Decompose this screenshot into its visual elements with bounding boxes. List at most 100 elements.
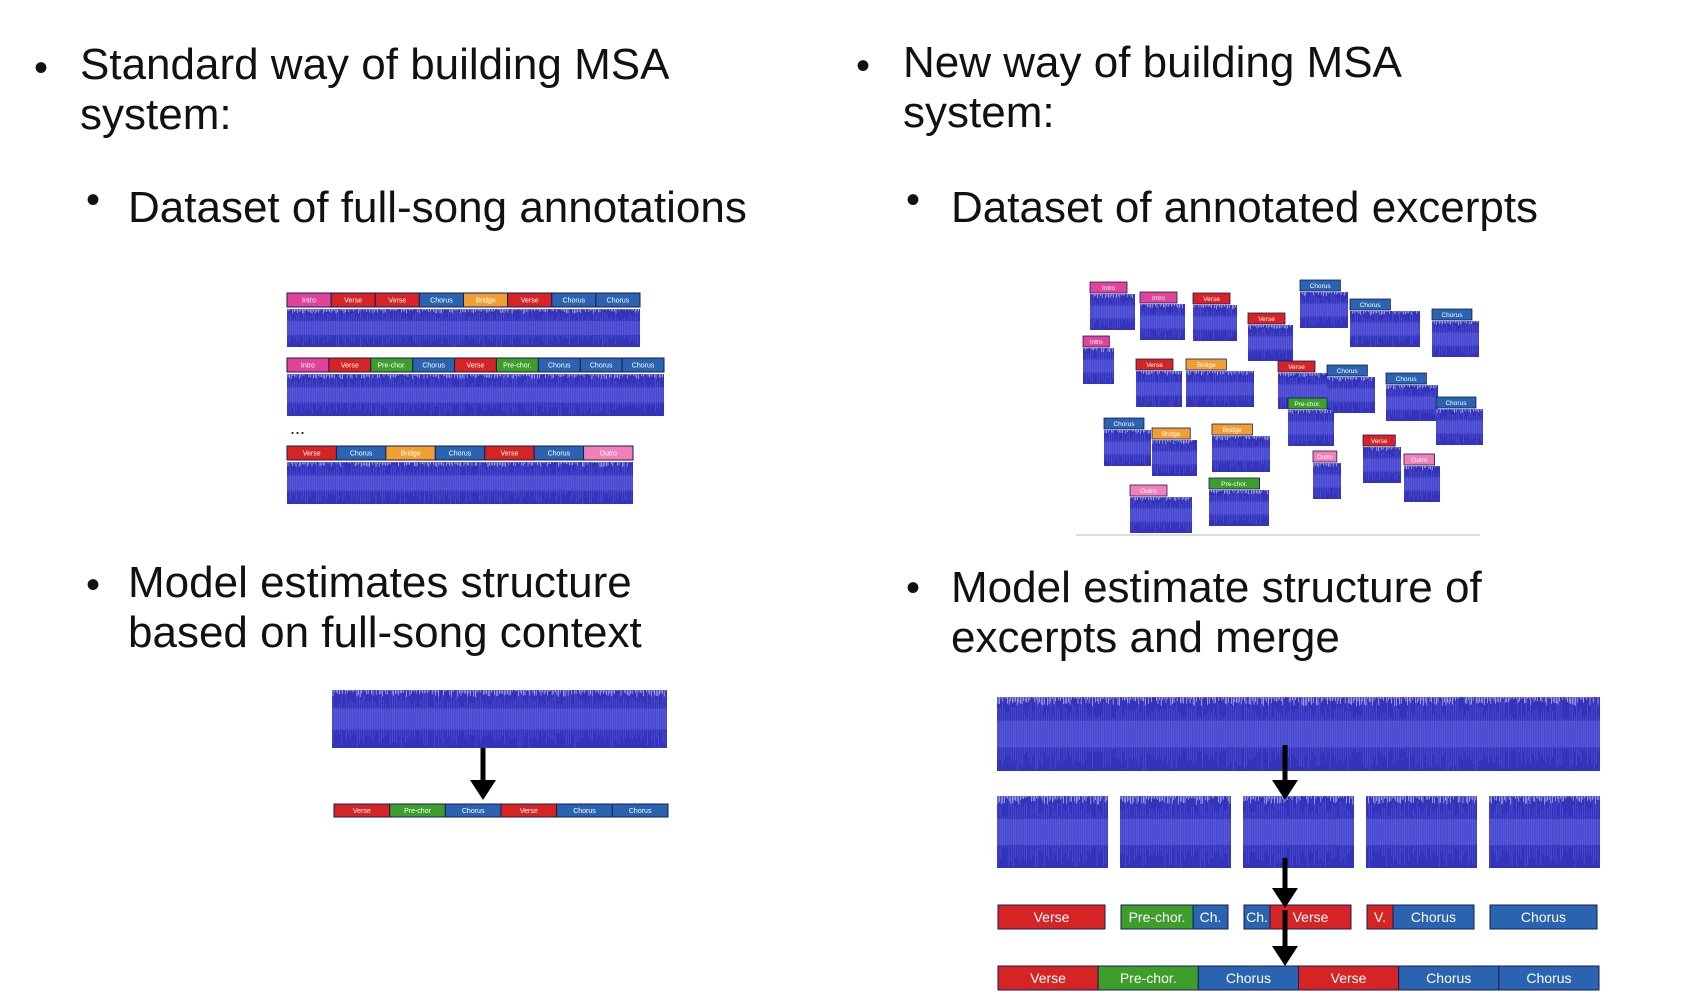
excerpt: Chorus — [1385, 372, 1427, 385]
song3-labels-segment-label: Outro — [600, 451, 618, 458]
left-model-output-labels-segment — [611, 803, 669, 818]
excerpt-waveform — [1363, 447, 1401, 483]
excerpt-waveform-topnoise — [1083, 348, 1114, 353]
excerpt: Verse — [1277, 360, 1316, 373]
excerpt: Verse — [1362, 434, 1396, 447]
left-model-output-labels-segment-label: Chorus — [462, 808, 485, 815]
excerpt-label-box — [1277, 360, 1316, 373]
excerpt-label-box — [1403, 453, 1436, 466]
bullet-right-sub2: • — [906, 566, 921, 610]
excerpt-waveform-texture — [1432, 321, 1478, 357]
song3-waveform — [287, 462, 633, 504]
excerpt-label: Outro — [1411, 457, 1428, 464]
excerpt-prediction-labels-segment — [997, 904, 1106, 930]
excerpt-prediction-labels: Verse — [1269, 904, 1352, 930]
song3-labels-segment — [583, 445, 634, 461]
excerpt-waveform — [1090, 294, 1135, 330]
excerpt-label: Pre-chor. — [1221, 481, 1248, 488]
excerpt-waveform-texture — [1278, 373, 1326, 409]
excerpt-label-box — [1103, 417, 1145, 430]
excerpt-waveform — [1130, 497, 1192, 533]
song1-labels-segment-label: Verse — [388, 298, 406, 305]
excerpt-waveform — [1212, 436, 1270, 472]
excerpt-waveform-topnoise — [1104, 430, 1151, 434]
excerpt: Intro — [1082, 335, 1110, 348]
excerpt-waveform-topnoise — [1313, 463, 1340, 467]
excerpt-waveform-texture — [1313, 464, 1339, 498]
right-excerpt-waveform-texture — [1120, 796, 1230, 868]
right-excerpt-waveform — [997, 796, 1108, 868]
excerpt-waveform-core — [1386, 396, 1438, 410]
excerpt: Verse — [1135, 358, 1174, 371]
excerpt-waveform — [1140, 304, 1185, 340]
excerpt-waveform-core — [1193, 316, 1237, 330]
excerpt: Pre-chor. — [1287, 397, 1328, 410]
right-arrow-split-head — [1272, 780, 1298, 800]
excerpt-waveform-texture — [1363, 449, 1400, 481]
excerpt-prediction-labels-segment-label: Verse — [1293, 909, 1329, 925]
excerpt-prediction-labels-segment-label: Verse — [1034, 909, 1070, 925]
song3-labels-segment-label: Chorus — [548, 451, 571, 458]
excerpt-waveform-core — [1104, 441, 1151, 455]
excerpt-waveform-texture — [1209, 490, 1268, 526]
right-arrow-split — [1272, 745, 1298, 800]
bullet-right-heading: • — [856, 44, 871, 88]
excerpt-label-box — [1435, 396, 1477, 409]
excerpt-prediction-labels-segment — [1392, 904, 1475, 930]
excerpt-waveform — [1186, 371, 1254, 407]
excerpt-label-box — [1089, 281, 1128, 294]
excerpt-label: Verse — [1146, 362, 1163, 369]
excerpt: Outro — [1312, 450, 1338, 463]
excerpt-waveform-texture — [1436, 409, 1482, 445]
excerpt-waveform-texture — [1212, 437, 1269, 471]
excerpt-label: Pre-chor. — [1294, 401, 1321, 408]
excerpt-label-box — [1082, 335, 1110, 348]
song1-labels-segment-label: Chorus — [430, 298, 453, 305]
right-merged-labels-segment — [997, 965, 1099, 991]
song2-labels-segment — [621, 357, 665, 373]
excerpt-waveform-core — [1209, 501, 1269, 515]
excerpt-waveform-topnoise — [1152, 440, 1195, 445]
excerpt-waveform-topnoise — [1363, 447, 1400, 452]
right-sub1: Dataset of annotated excerpts — [951, 183, 1539, 232]
song2-labels-segment-label: Verse — [467, 363, 485, 370]
right-excerpt-waveform — [1243, 796, 1354, 868]
song2-labels-segment-label: Chorus — [632, 363, 655, 370]
right-excerpt-waveform-texture — [1243, 796, 1353, 868]
excerpt-label: Bridge — [1197, 362, 1216, 369]
excerpt-label-box — [1326, 364, 1368, 377]
excerpt-waveform-texture — [1090, 294, 1134, 330]
right-excerpt-waveform-topnoise — [1489, 796, 1600, 805]
left-model-input-waveform-topnoise — [332, 690, 667, 697]
excerpt-waveform-texture — [1386, 385, 1436, 421]
excerpt-label-box — [1287, 397, 1328, 410]
left-model-output-labels-segment-label: Chorus — [573, 808, 596, 815]
excerpt-waveform-texture — [1140, 304, 1184, 340]
song1-labels-segment-label: Bridge — [475, 298, 495, 305]
excerpt-waveform — [1288, 410, 1334, 446]
excerpt-waveform — [1136, 371, 1182, 407]
excerpt-label-box — [1151, 427, 1191, 440]
excerpt-waveform-texture — [1083, 348, 1113, 384]
left-model-output-labels-segment-label: Chorus — [629, 808, 652, 815]
excerpt-label: Chorus — [1113, 421, 1135, 428]
excerpt-label-box — [1312, 450, 1338, 463]
excerpt-waveform-texture — [1404, 466, 1439, 502]
left-model-output-labels-segment-label: Verse — [353, 808, 371, 815]
excerpt: Pre-chor. — [1208, 477, 1260, 490]
excerpt-waveform — [1313, 463, 1341, 499]
excerpt-prediction-labels: Chorus — [1489, 904, 1598, 930]
right-merged-labels-segment-label: Pre-chor. — [1120, 970, 1177, 986]
bullet-left-sub2: • — [86, 563, 101, 607]
excerpt-label-box — [1135, 358, 1174, 371]
right-sub2: Model estimate structure of excerpts and… — [951, 563, 1482, 662]
song2-waveform-core — [287, 387, 664, 403]
excerpt-waveform — [1248, 325, 1293, 361]
song1-labels-segment — [595, 292, 641, 308]
song3-labels-segment-label: Verse — [303, 451, 321, 458]
ellipsis: ... — [290, 418, 306, 438]
song1-waveform-texture — [287, 309, 639, 347]
left-model-input-waveform — [332, 690, 667, 748]
